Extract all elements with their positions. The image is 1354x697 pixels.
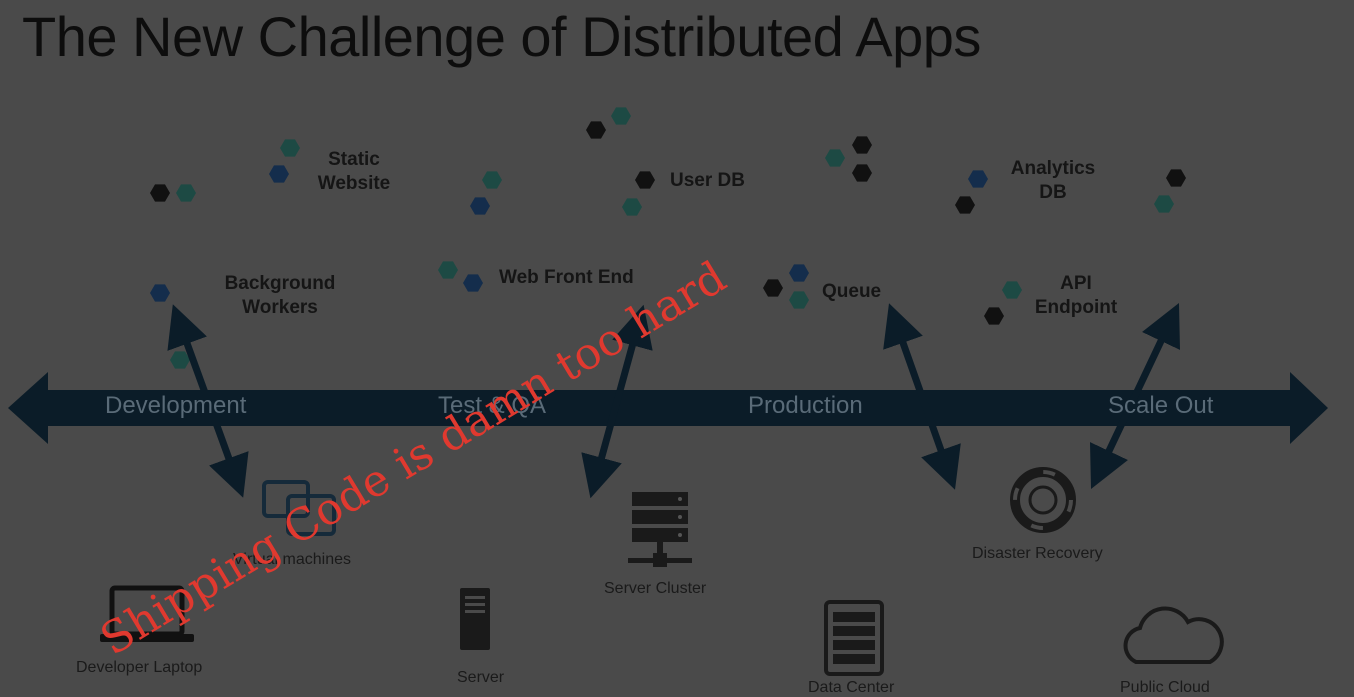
server-cluster-icon <box>628 492 692 567</box>
label-api-endpoint: API Endpoint <box>1034 273 1118 318</box>
label-queue: Queue <box>822 281 882 302</box>
stage-development: Development <box>105 392 247 419</box>
arrow-production <box>883 303 961 490</box>
label-analytics-db: Analytics DB <box>1010 158 1096 203</box>
hex-cluster-analytics-db <box>955 170 988 214</box>
connector-arrows <box>167 303 1181 499</box>
hex-cluster-top-center <box>586 107 631 139</box>
label-disaster-recovery: Disaster Recovery <box>972 545 1103 562</box>
hex-cluster-frontend-top <box>470 171 502 215</box>
hex-cluster-left-top <box>150 184 196 202</box>
label-public-cloud: Public Cloud <box>1120 679 1210 696</box>
label-data-center: Data Center <box>808 679 895 696</box>
hex-cluster-static-website <box>269 139 300 183</box>
developer-laptop-icon <box>100 585 194 642</box>
slide-title: The New Challenge of Distributed Apps <box>22 5 981 68</box>
data-center-icon <box>824 600 884 676</box>
hex-cluster-web-front-end <box>438 261 483 292</box>
hex-cluster-api-endpoint <box>984 281 1022 325</box>
public-cloud-icon <box>1123 606 1224 664</box>
hex-cluster-user-db <box>622 171 655 216</box>
arrow-test <box>581 304 653 499</box>
arrow-dev <box>167 304 249 498</box>
hex-cluster-queue <box>763 264 809 309</box>
virtual-machines-icon <box>262 480 336 536</box>
arrow-scale-out <box>1089 303 1181 489</box>
label-developer-laptop: Developer Laptop <box>76 659 203 676</box>
server-icon <box>460 588 490 650</box>
timeline-arrow <box>8 372 1328 444</box>
label-background-workers: Background Workers <box>224 273 336 318</box>
stage-test-qa: Test & QA <box>438 392 547 419</box>
label-web-front-end: Web Front End <box>499 267 634 288</box>
label-server-cluster: Server Cluster <box>604 580 707 597</box>
disaster-recovery-icon <box>1010 467 1076 533</box>
hex-cluster-queue-top <box>825 136 872 182</box>
stage-scale-out: Scale Out <box>1108 392 1214 419</box>
label-static-website: Static Website <box>317 149 391 194</box>
label-virtual-machines: Virtual machines <box>233 551 351 568</box>
hex-cluster-right-top <box>1154 169 1186 213</box>
stage-production: Production <box>748 392 863 419</box>
label-user-db: User DB <box>670 170 745 191</box>
label-server: Server <box>457 669 505 686</box>
